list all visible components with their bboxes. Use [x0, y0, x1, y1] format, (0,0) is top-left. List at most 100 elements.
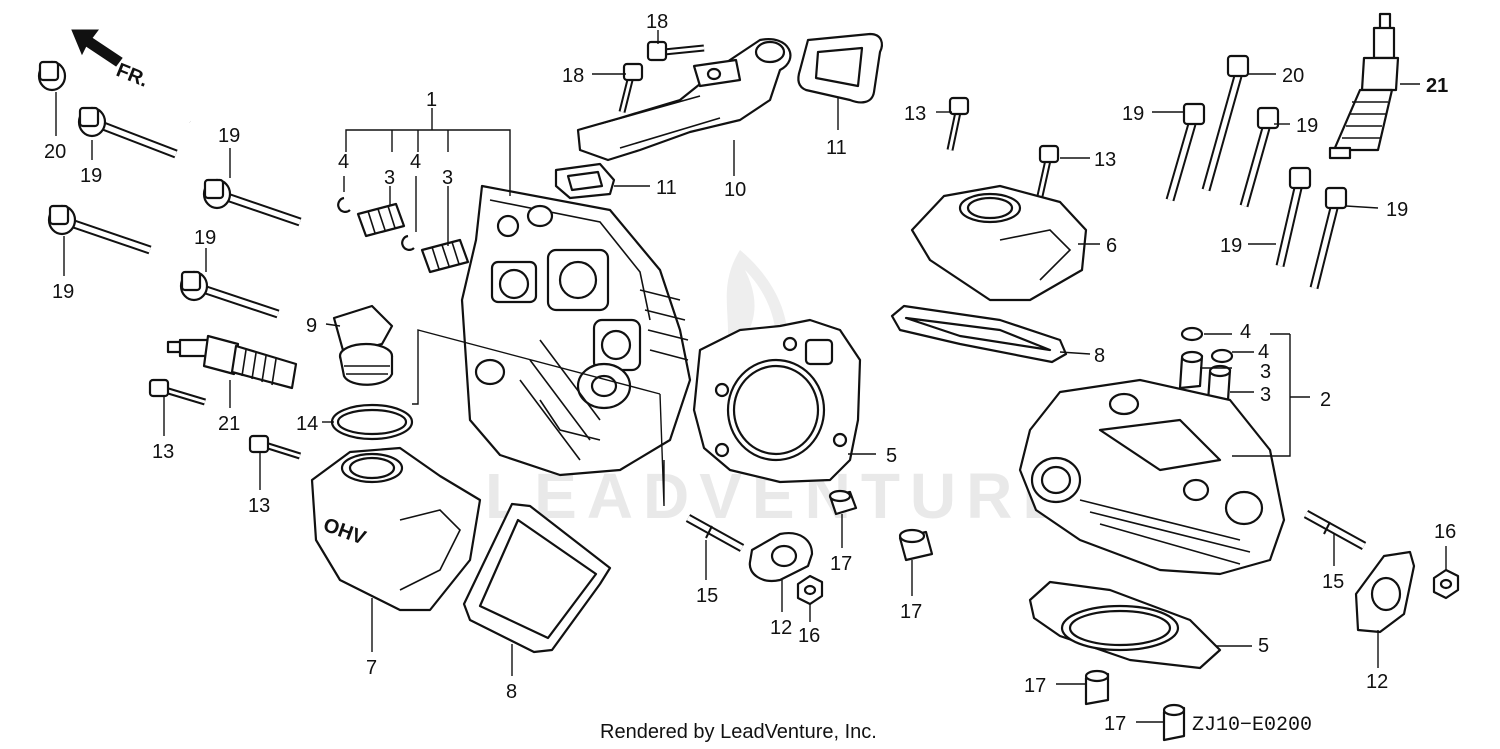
callout-10: 10	[724, 179, 746, 201]
dowel-3-right-a	[1178, 350, 1204, 390]
cylinder-head-left	[460, 184, 692, 477]
callout-19-left-b: 19	[218, 125, 240, 147]
callout-17-a: 17	[830, 553, 852, 575]
cylinder-head-right	[1018, 378, 1286, 576]
bolt-18-a	[646, 40, 705, 62]
callout-3-right-a: 3	[1260, 361, 1271, 383]
callout-14: 14	[296, 413, 318, 435]
callout-9: 9	[306, 315, 317, 337]
bolt-20-right	[1201, 54, 1250, 192]
bolt-18-b	[618, 62, 644, 113]
callout-8-left: 8	[506, 681, 517, 703]
callout-19-right-a: 19	[1122, 103, 1144, 125]
callout-21-right: 21	[1426, 75, 1448, 97]
callout-3-left-b: 3	[442, 167, 453, 189]
callout-19-left-d: 19	[194, 227, 216, 249]
callout-2: 2	[1320, 389, 1331, 411]
callout-18-a: 18	[646, 11, 668, 33]
callout-17-b: 17	[900, 601, 922, 623]
dowel-3-right-b	[1206, 364, 1232, 404]
bolt-13-left-b	[248, 434, 302, 460]
bolt-19-left-d	[179, 270, 280, 319]
callout-19-right-d: 19	[1386, 199, 1408, 221]
callout-4-left-b: 4	[410, 151, 421, 173]
spark-plug-left	[166, 334, 298, 390]
dowel-17-a	[828, 489, 858, 516]
clip-4-left-b	[401, 234, 415, 251]
bolt-19-left-b	[47, 204, 152, 255]
bolt-13-right-a	[946, 96, 970, 151]
head-gasket-5-right	[1028, 580, 1222, 670]
bolt-19-right-b	[1239, 106, 1280, 208]
callout-18-b: 18	[562, 65, 584, 87]
rocker-cover-6	[910, 184, 1088, 302]
callout-21-left: 21	[218, 413, 240, 435]
callout-12-left: 12	[770, 617, 792, 639]
exhaust-gasket-11-upper	[797, 32, 883, 104]
nut-16-right	[1432, 568, 1460, 600]
callout-12-right: 12	[1366, 671, 1388, 693]
callout-19-right-c: 19	[1220, 235, 1242, 257]
callout-7: 7	[366, 657, 377, 679]
exhaust-gasket-11-lower	[554, 162, 616, 200]
flange-12-right	[1354, 550, 1416, 634]
callout-13-right-a: 13	[904, 103, 926, 125]
dowel-17-c	[1084, 669, 1110, 706]
callout-1: 1	[426, 89, 437, 111]
cover-gasket-8-left	[462, 502, 612, 654]
callout-labels: 1 2 3 3 3 3 4 4 4 4 5 5 6 7 8 8 9 10 11 …	[44, 11, 1456, 735]
bolt-19-right-d	[1309, 186, 1348, 290]
callout-17-c: 17	[1024, 675, 1046, 697]
bolt-19-right-a	[1165, 102, 1206, 202]
callout-3-right-b: 3	[1260, 384, 1271, 406]
render-credit: Rendered by LeadVenture, Inc.	[600, 721, 877, 743]
callout-13-left-a: 13	[152, 441, 174, 463]
callout-5-right: 5	[1258, 635, 1269, 657]
bolt-20-left	[37, 60, 191, 125]
bolt-13-right-b	[1036, 144, 1060, 197]
callout-19-right-b: 19	[1296, 115, 1318, 137]
front-direction-arrow: FR.	[71, 29, 151, 92]
exhaust-pipe	[576, 38, 792, 162]
cover-gasket-8-right	[890, 304, 1068, 364]
bolt-13-left-a	[148, 378, 207, 406]
callout-16-right: 16	[1434, 521, 1456, 543]
dowel-17-b	[898, 528, 934, 562]
callout-13-right-b: 13	[1094, 149, 1116, 171]
front-label: FR.	[113, 59, 151, 91]
bolt-19-left-a	[77, 106, 178, 159]
stud-bolt-15-left	[685, 514, 745, 552]
bolt-19-left-c	[202, 178, 302, 227]
nut-16-left	[796, 574, 824, 606]
head-gasket-5-left	[692, 318, 862, 484]
callout-3-left-a: 3	[384, 167, 395, 189]
clip-4-right-b	[1210, 348, 1234, 364]
callout-5-left: 5	[886, 445, 897, 467]
diagram-code: ZJ10−E0200	[1192, 714, 1312, 737]
o-ring-14	[330, 403, 414, 441]
dowel-17-d	[1162, 703, 1186, 742]
callout-17-d: 17	[1104, 713, 1126, 735]
callout-8-right: 8	[1094, 345, 1105, 367]
callout-11-upper: 11	[826, 137, 847, 159]
callout-20-left: 20	[44, 141, 66, 163]
callout-15-right: 15	[1322, 571, 1344, 593]
callout-19-left-c: 19	[52, 281, 74, 303]
leader-lines	[55, 30, 1447, 723]
callout-15-left: 15	[696, 585, 718, 607]
callout-19-left-a: 19	[80, 165, 102, 187]
spark-plug-right	[1328, 12, 1400, 160]
callout-13-left-b: 13	[248, 495, 270, 517]
oil-filler-cap	[332, 304, 394, 386]
flange-12-left	[748, 532, 814, 582]
bolt-19-right-c	[1275, 166, 1312, 268]
callout-4-right-b: 4	[1258, 341, 1269, 363]
callout-6: 6	[1106, 235, 1117, 257]
callout-20-right: 20	[1282, 65, 1304, 87]
rocker-cover-7: OHV	[310, 446, 482, 612]
clip-4-right-a	[1180, 326, 1204, 342]
dowel-3-left-a	[356, 202, 406, 238]
callout-16-left: 16	[798, 625, 820, 647]
dowel-3-left-b	[420, 238, 470, 274]
